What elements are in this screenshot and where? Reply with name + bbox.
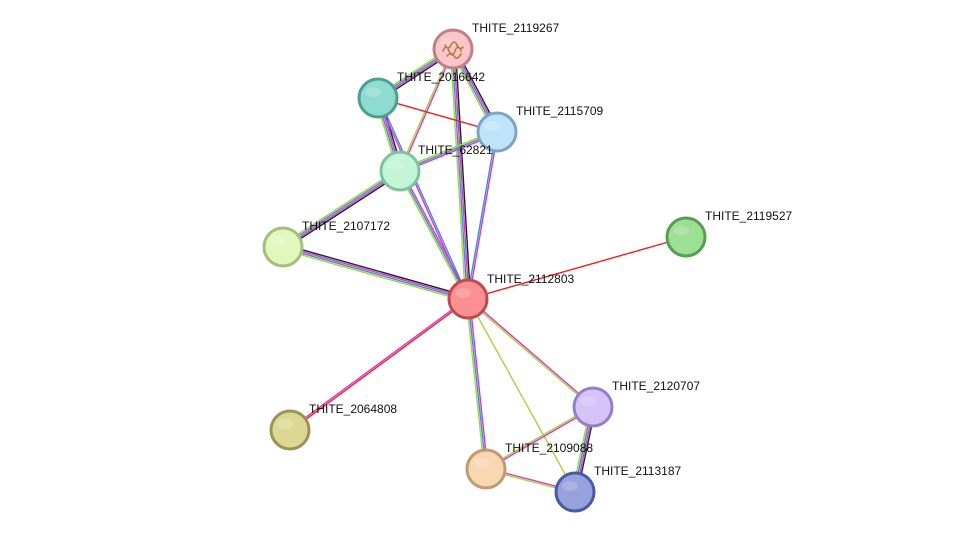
node-label-THITE_2109088: THITE_2109088: [505, 441, 593, 455]
edge-strand: [282, 169, 400, 247]
node-circle[interactable]: [269, 409, 311, 451]
node-THITE_2109088[interactable]: [465, 448, 507, 490]
edge-strand: [378, 97, 470, 299]
node-label-THITE_2120707: THITE_2120707: [612, 379, 700, 393]
edge-strand: [377, 97, 498, 133]
node-THITE_2107172[interactable]: [262, 226, 304, 268]
node-circle[interactable]: [262, 226, 304, 268]
nodes-layer: [262, 28, 707, 513]
edge-strand: [398, 48, 453, 171]
edge-strand: [451, 49, 468, 300]
edge-strand: [281, 168, 399, 246]
edge-THITE_2107172-THITE_2112803[interactable]: [282, 243, 469, 303]
edge-strand: [282, 247, 468, 301]
edge-strand: [465, 299, 486, 470]
edge-strand: [283, 243, 469, 298]
edge-strand: [453, 48, 470, 299]
edge-strand: [290, 299, 469, 432]
node-label-THITE_2107172: THITE_2107172: [302, 219, 390, 233]
edge-strand: [283, 171, 401, 249]
edge-THITE_2112803-THITE_2064808[interactable]: [289, 297, 469, 432]
node-circle[interactable]: [476, 111, 518, 153]
edge-strand: [485, 405, 593, 469]
edge-strand: [399, 170, 469, 300]
node-highlight: [270, 236, 286, 246]
node-THITE_62821[interactable]: [379, 150, 421, 192]
node-label-THITE_2112803: THITE_2112803: [487, 272, 574, 286]
edge-THITE_2115709-THITE_2112803[interactable]: [466, 131, 499, 300]
edge-strand: [468, 297, 595, 407]
edge-strand: [466, 131, 497, 299]
edge-THITE_2112803-THITE_2113187[interactable]: [467, 298, 576, 493]
node-label-THITE_62821: THITE_62821: [418, 143, 493, 157]
node-THITE_2113187[interactable]: [554, 471, 596, 513]
edge-strand: [283, 245, 469, 299]
node-highlight: [365, 87, 381, 97]
edge-strand: [466, 299, 593, 409]
edge-strand: [449, 49, 467, 300]
edge-THITE_2119527-THITE_2112803[interactable]: [467, 236, 687, 300]
edge-THITE_62821-THITE_2112803[interactable]: [397, 169, 471, 301]
edge-strand: [486, 407, 594, 471]
edge-THITE_62821-THITE_2107172[interactable]: [281, 168, 402, 250]
node-highlight: [580, 396, 596, 406]
edge-strand: [468, 298, 489, 469]
node-label-THITE_2119267: THITE_2119267: [472, 21, 559, 35]
node-circle[interactable]: [447, 278, 489, 320]
node-highlight: [387, 160, 403, 170]
node-circle[interactable]: [432, 28, 474, 70]
edge-strand: [454, 48, 472, 299]
edge-THITE_2120707-THITE_2109088[interactable]: [485, 405, 594, 471]
edges-layer: [281, 46, 687, 494]
node-highlight: [484, 121, 500, 131]
node-THITE_2016642[interactable]: [357, 77, 399, 119]
node-label-THITE_2016642: THITE_2016642: [397, 70, 485, 84]
edge-THITE_2016642-THITE_2115709[interactable]: [377, 97, 498, 133]
edge-THITE_2119267-THITE_62821[interactable]: [398, 48, 455, 172]
node-highlight: [473, 458, 489, 468]
node-highlight: [455, 288, 471, 298]
edge-strand: [282, 248, 468, 303]
edge-THITE_2112803-THITE_2120707[interactable]: [466, 297, 595, 409]
edge-strand: [284, 172, 402, 250]
node-THITE_2120707[interactable]: [572, 386, 614, 428]
node-circle[interactable]: [572, 386, 614, 428]
node-label-THITE_2119527: THITE_2119527: [705, 209, 792, 223]
labels-layer: THITE_2119267THITE_2016642THITE_2115709T…: [302, 21, 792, 478]
node-circle[interactable]: [379, 150, 421, 192]
edge-strand: [467, 298, 487, 470]
edge-THITE_2119267-THITE_2112803[interactable]: [449, 48, 472, 300]
edge-strand: [400, 49, 455, 172]
node-highlight: [673, 226, 689, 236]
node-THITE_2115709[interactable]: [476, 111, 518, 153]
node-label-THITE_2064808: THITE_2064808: [309, 402, 397, 416]
edge-THITE_2112803-THITE_2109088[interactable]: [465, 298, 489, 470]
node-THITE_2112803[interactable]: [447, 278, 489, 320]
edge-strand: [468, 132, 499, 300]
node-label-THITE_2113187: THITE_2113187: [594, 464, 681, 478]
edge-strand: [400, 169, 471, 299]
edge-strand: [289, 297, 468, 430]
protein-structure-icon: [442, 41, 464, 59]
node-highlight: [277, 419, 293, 429]
node-THITE_2119267[interactable]: [432, 28, 474, 70]
edge-strand: [467, 236, 687, 300]
node-label-THITE_2115709: THITE_2115709: [516, 104, 603, 118]
node-circle[interactable]: [465, 448, 507, 490]
node-highlight: [440, 38, 456, 48]
node-circle[interactable]: [665, 216, 707, 258]
node-THITE_2119527[interactable]: [665, 216, 707, 258]
node-circle[interactable]: [357, 77, 399, 119]
edge-strand: [467, 298, 576, 493]
node-highlight: [562, 481, 578, 491]
node-circle[interactable]: [554, 471, 596, 513]
edge-strand: [397, 171, 468, 301]
node-THITE_2064808[interactable]: [269, 409, 311, 451]
